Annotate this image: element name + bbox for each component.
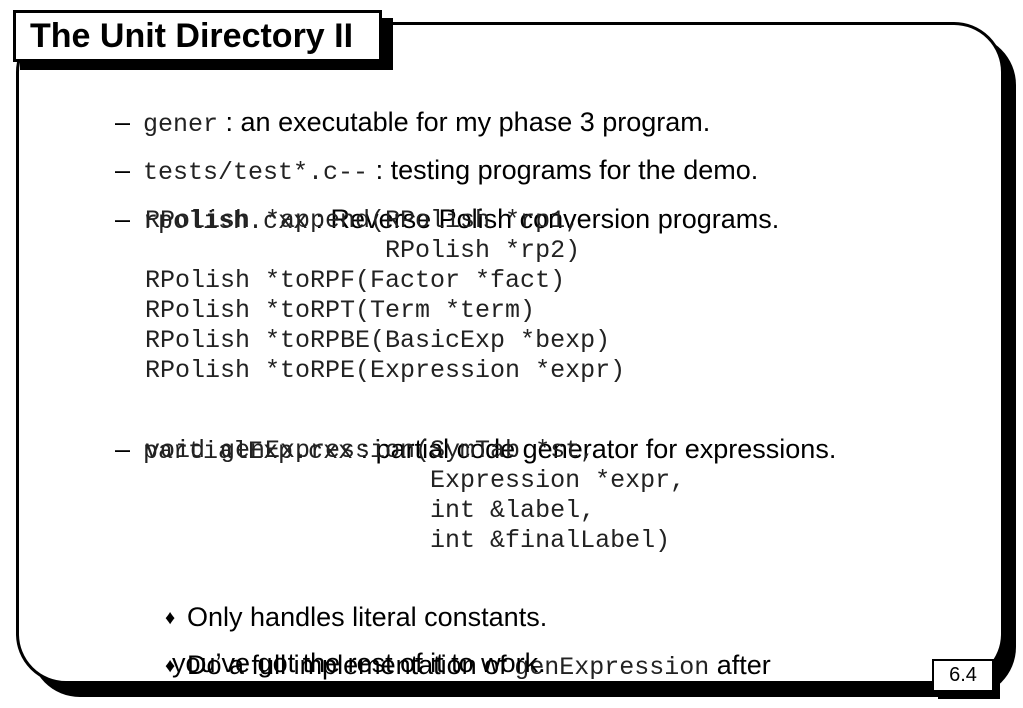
item-text: : Reverse Polish conversion programs. bbox=[308, 204, 780, 234]
sub-item-text: Only handles literal constants. bbox=[187, 602, 548, 632]
item-text: : testing programs for the demo. bbox=[368, 155, 759, 185]
code-line: int &finalLabel) bbox=[145, 526, 671, 555]
code-line: Expression *expr, bbox=[145, 466, 686, 495]
dash-bullet: – bbox=[115, 434, 131, 464]
diamond-bullet-icon: ♦ bbox=[165, 655, 176, 677]
diamond-bullet-icon: ♦ bbox=[165, 607, 176, 629]
page-title: The Unit Directory II bbox=[30, 17, 354, 55]
code-line: RPolish *toRPF(Factor *fact) bbox=[145, 266, 566, 295]
code-line: RPolish *toRPBE(BasicExp *bexp) bbox=[145, 326, 611, 355]
code-line: RPolish *append(RPolish *rp1, bbox=[145, 206, 581, 235]
item-code: rpolish.cxx bbox=[143, 207, 309, 236]
dash-bullet: – bbox=[115, 155, 131, 185]
list-item: –rpolish.cxx : Reverse Polish conversion… bbox=[100, 174, 779, 237]
code-line: RPolish *toRPT(Term *term) bbox=[145, 296, 536, 325]
sub-item-text: after bbox=[709, 650, 771, 680]
code-line: RPolish *toRPE(Expression *expr) bbox=[145, 356, 626, 385]
code-line: void genExpression(SymTab *st, bbox=[145, 436, 596, 465]
code-line: int &label, bbox=[145, 496, 596, 525]
item-text: : partial code generator for expressions… bbox=[353, 434, 837, 464]
sub-item-text: Do a full implementation of bbox=[187, 650, 515, 680]
slide-frame bbox=[16, 22, 1004, 684]
sub-list-item: ♦ Do a full implementation of genExpressi… bbox=[150, 620, 771, 683]
list-item: –partialExp.cxx : partial code generator… bbox=[100, 404, 836, 467]
list-item: –gener : an executable for my phase 3 pr… bbox=[100, 77, 710, 140]
dash-bullet: – bbox=[115, 107, 131, 137]
item-code: gener bbox=[143, 110, 219, 139]
sub-list-item: ♦ Only handles literal constants. bbox=[150, 572, 547, 633]
item-text: : an executable for my phase 3 program. bbox=[218, 107, 711, 137]
sub-item-code: genExpression bbox=[514, 653, 710, 682]
item-code: tests/test*.c-- bbox=[143, 158, 369, 187]
title-box: The Unit Directory II bbox=[13, 10, 382, 62]
item-code: partialExp.cxx bbox=[143, 437, 354, 466]
page-number: 6.4 bbox=[932, 659, 994, 692]
sub-item-continuation: you’ve got the rest of it to work. bbox=[172, 648, 546, 678]
code-line: RPolish *rp2) bbox=[145, 236, 581, 265]
list-item: –tests/test*.c-- : testing programs for … bbox=[100, 125, 758, 188]
dash-bullet: – bbox=[115, 204, 131, 234]
